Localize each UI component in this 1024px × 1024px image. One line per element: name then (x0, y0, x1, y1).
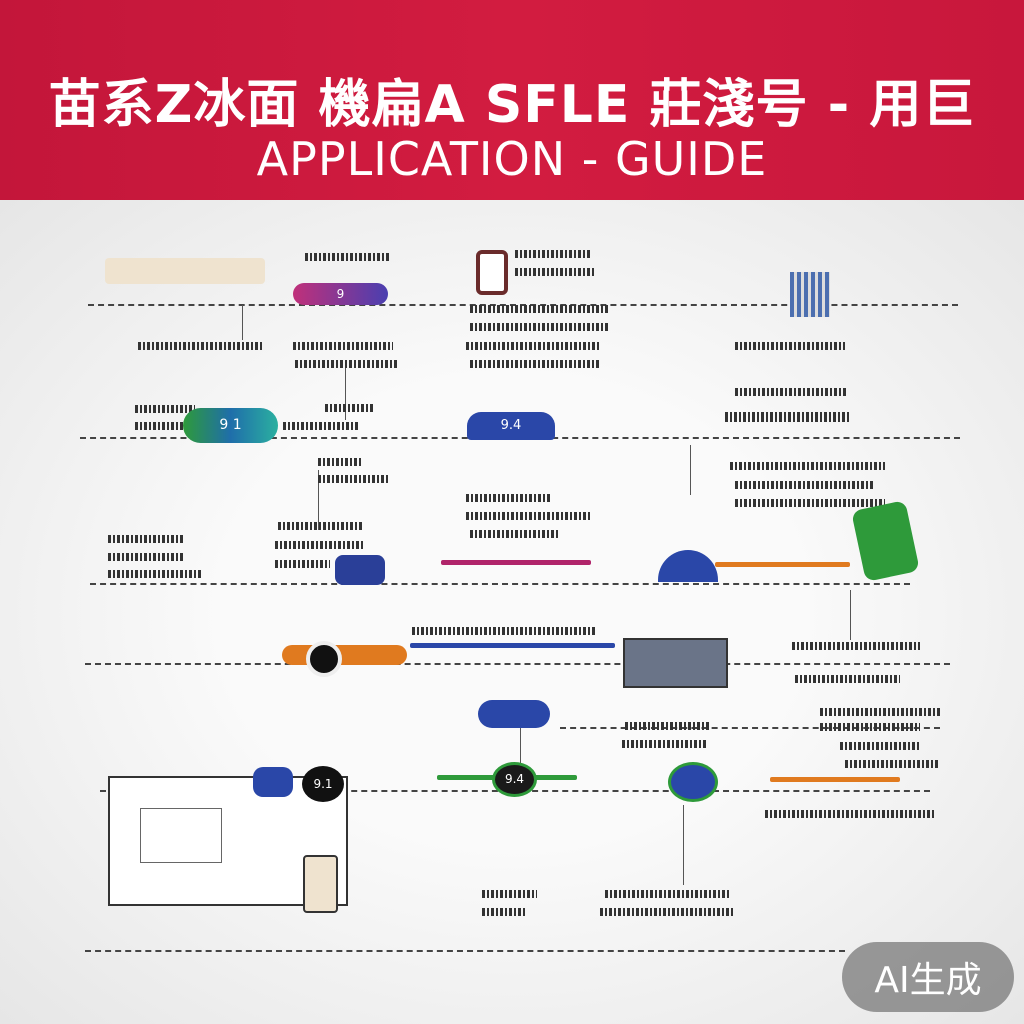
label-text (605, 890, 730, 898)
row-divider (85, 663, 950, 665)
label-text (283, 422, 358, 430)
node-label: 9 1 (219, 417, 242, 433)
magenta-bar (441, 560, 591, 565)
label-text (735, 499, 885, 507)
label-text (725, 412, 850, 422)
label-text (482, 908, 527, 916)
label-text (295, 360, 398, 368)
label-text (515, 250, 590, 258)
cream-banner (105, 258, 265, 284)
label-text (600, 908, 735, 916)
label-text (278, 522, 363, 530)
node-pill: 9 (293, 283, 388, 305)
node-label: 9.1 (313, 777, 333, 791)
node-circle (282, 645, 407, 665)
row-divider (560, 727, 940, 729)
node-label: 9.4 (500, 418, 522, 433)
label-text (470, 530, 558, 538)
label-text (820, 708, 940, 716)
label-text (466, 494, 551, 502)
label-text (845, 760, 940, 768)
label-text (735, 342, 845, 350)
connector (242, 305, 243, 340)
building-icon (790, 272, 830, 317)
label-text (625, 722, 710, 730)
label-text (840, 742, 920, 750)
label-text (108, 553, 183, 561)
device-icon (476, 250, 508, 295)
node-tag (335, 555, 385, 585)
label-text (275, 541, 363, 549)
blue-pill (253, 767, 293, 797)
header-banner: 苗系Z冰面 機扁A SFLE 莊淺号 - 用巨 APPLICATION - GU… (0, 0, 1024, 200)
title-line-1: 苗系Z冰面 機扁A SFLE 莊淺号 - 用巨 (48, 75, 976, 135)
label-text (466, 342, 601, 350)
connector (345, 360, 346, 420)
label-text (135, 405, 195, 413)
label-text (735, 388, 847, 396)
label-text (412, 627, 597, 635)
label-text (470, 360, 600, 368)
label-text (305, 253, 390, 261)
connector (850, 590, 851, 640)
connector (683, 805, 684, 885)
label-text (470, 305, 610, 313)
connector (318, 470, 319, 530)
server-icon (623, 638, 728, 688)
title-line-2: APPLICATION - GUIDE (256, 132, 768, 186)
label-text (795, 675, 900, 683)
blue-helmet (668, 762, 718, 802)
label-text (730, 462, 885, 470)
blue-pill (478, 700, 550, 728)
label-text (470, 323, 610, 331)
label-text (108, 570, 203, 578)
label-text (138, 342, 263, 350)
label-text (622, 740, 707, 748)
label-text (325, 404, 373, 412)
label-text (515, 268, 595, 276)
row-divider (85, 950, 845, 952)
label-text (293, 342, 393, 350)
label-text (275, 560, 330, 568)
label-text (466, 512, 591, 520)
node-label: 9.4 (504, 772, 525, 786)
label-text (735, 481, 873, 489)
node-circle: 9.4 (492, 762, 537, 797)
label-text (792, 642, 920, 650)
orange-bar (770, 777, 900, 782)
label-text (108, 535, 183, 543)
tablet-icon (303, 855, 338, 913)
node-pill: 9 1 (183, 408, 278, 443)
orange-bar (715, 562, 850, 567)
label-text (482, 890, 537, 898)
label-text (820, 723, 920, 731)
connector (690, 445, 691, 495)
label-text (318, 475, 388, 483)
row-divider (90, 583, 910, 585)
label-text (765, 810, 935, 818)
floor-plan-room (140, 808, 222, 863)
node-pill: 9.4 (467, 412, 555, 440)
node-circle: 9.1 (302, 766, 344, 802)
ai-generated-badge: AI生成 (842, 942, 1014, 1012)
blue-bar (410, 643, 615, 648)
label-text (318, 458, 363, 466)
connector (520, 720, 521, 770)
node-circle (306, 641, 342, 677)
label-text (135, 422, 210, 430)
node-label: 9 (336, 287, 345, 301)
